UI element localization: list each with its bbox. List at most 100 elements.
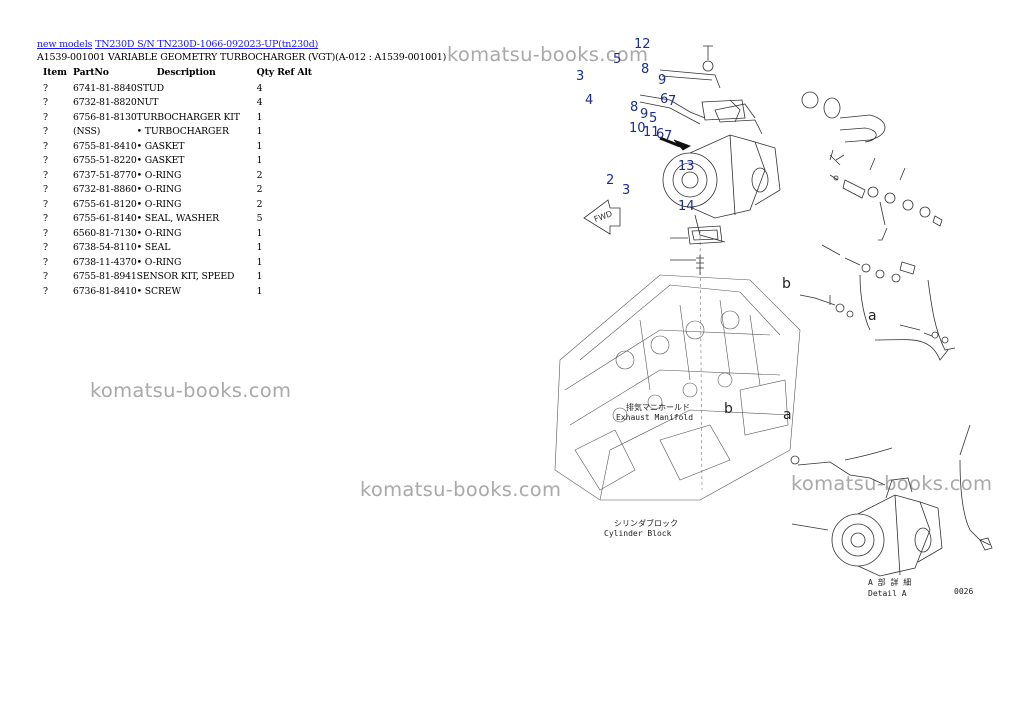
header-description: Description (156, 66, 216, 78)
callout-14: 14 (678, 199, 695, 214)
cell-item: ? (43, 155, 48, 167)
cell-partno: 6741-81-8840 (73, 82, 137, 94)
cell-partno: 6755-61-8140 (73, 213, 137, 225)
cell-qty: 4 (256, 82, 263, 94)
cell-qty: 1 (256, 111, 263, 123)
cell-description: • O-RING (136, 198, 182, 210)
cell-description: • SCREW (136, 285, 181, 297)
cell-item: ? (43, 126, 48, 138)
watermark: komatsu-books.com (791, 472, 993, 495)
cell-description: • GASKET (136, 155, 185, 167)
cell-item: ? (43, 140, 48, 152)
breadcrumb-link-model[interactable]: TN230D S/N TN230D-1066-092023-UP(tn230d) (95, 39, 319, 50)
cell-qty: 1 (256, 271, 263, 283)
cylinder-block-label: Cylinder Block (604, 529, 672, 538)
cell-item: ? (43, 198, 48, 210)
breadcrumb: new models TN230D S/N TN230D-1066-092023… (37, 39, 318, 50)
cell-description: • SEAL, WASHER (136, 213, 220, 225)
cell-qty: 5 (256, 213, 263, 225)
cell-description: • O-RING (136, 227, 182, 239)
turbocharger-drawing (662, 103, 781, 243)
breadcrumb-link-new-models[interactable]: new models (37, 39, 93, 50)
cell-qty: 2 (256, 169, 263, 181)
cell-item: ? (43, 111, 48, 123)
callout-6: 6 (660, 92, 668, 107)
cell-qty: 1 (256, 256, 263, 268)
callout-9b: 9 (640, 107, 648, 122)
cell-item: ? (43, 256, 48, 268)
cell-partno: 6738-11-4370 (73, 256, 137, 268)
cell-qty: 1 (256, 140, 263, 152)
cell-item: ? (43, 97, 48, 109)
callout-2: 2 (606, 173, 614, 188)
letter-a-2: a (783, 407, 792, 423)
watermark: komatsu-books.com (360, 478, 562, 501)
cell-item: ? (43, 271, 48, 283)
parts-table: Item PartNo Description Qty Ref Alt ? 674… (37, 66, 312, 299)
cell-partno: 6756-81-8130 (73, 111, 137, 123)
callout-13: 13 (678, 159, 695, 174)
cell-qty: 1 (256, 126, 263, 138)
hose-drawing (801, 91, 886, 166)
cell-description: STUD (136, 82, 164, 94)
cell-item: ? (43, 227, 48, 239)
exhaust-manifold-label: Exhaust Manifold (616, 413, 693, 422)
cell-partno: 6732-81-8860 (73, 184, 137, 196)
callout-8: 8 (641, 62, 649, 77)
cell-partno: 6738-54-8110 (73, 242, 137, 254)
callout-12: 12 (634, 37, 651, 52)
page-title: A1539-001001 VARIABLE GEOMETRY TURBOCHAR… (37, 52, 447, 63)
cell-partno: 6732-81-8820 (73, 97, 137, 109)
cell-item: ? (43, 285, 48, 297)
callout-7: 7 (668, 94, 676, 109)
cell-description: SENSOR KIT, SPEED (136, 271, 235, 283)
cell-description: TURBOCHARGER KIT (136, 111, 240, 123)
cell-description: NUT (136, 97, 159, 109)
cell-partno: 6755-61-8120 (73, 198, 137, 210)
callout-4: 4 (585, 93, 593, 108)
callout-5: 5 (613, 52, 621, 67)
cell-partno: 6736-81-8410 (73, 285, 137, 297)
letter-b-2: b (724, 401, 733, 417)
cell-description: • O-RING (136, 184, 182, 196)
cell-partno: 6755-51-8220 (73, 155, 137, 167)
cell-partno: 6755-81-8410 (73, 140, 137, 152)
cell-description: • O-RING (136, 169, 182, 181)
callout-6b: 6 (656, 127, 664, 142)
gasket-drawing (670, 225, 723, 275)
cell-qty: 1 (256, 285, 263, 297)
detail-a-jp: A 部 詳 細 (868, 577, 911, 587)
cell-qty: 1 (256, 242, 263, 254)
pipe-drawing (639, 45, 746, 125)
callout-9: 9 (658, 73, 666, 88)
callout-7b: 7 (664, 129, 672, 144)
figure-number: 0026 (954, 587, 973, 596)
cylinder-block-jp: シリンダブロック (614, 518, 678, 528)
callout-8b: 8 (630, 100, 638, 115)
watermark: komatsu-books.com (90, 379, 292, 402)
callout-3b: 3 (622, 183, 630, 198)
cell-partno: 6560-81-7130 (73, 227, 137, 239)
cell-qty: 2 (256, 184, 263, 196)
cell-partno: 6755-81-8941 (73, 271, 137, 283)
cell-item: ? (43, 169, 48, 181)
cell-qty: 1 (256, 227, 263, 239)
letter-b: b (782, 276, 791, 292)
table-row: ? 6560-81-7130• O-RING 1 (37, 226, 312, 241)
fwd-arrow-icon: FWD (583, 199, 621, 235)
table-row: ? 6736-81-8410• SCREW 1 (37, 284, 312, 299)
table-header-row: Item PartNo Description Qty Ref Alt (37, 66, 312, 81)
cell-item: ? (43, 242, 48, 254)
direction-arrow-shaft (659, 136, 681, 148)
detail-a-label: Detail A (868, 589, 907, 598)
header-qty-ref-alt: Qty Ref Alt (256, 66, 312, 78)
cell-description: • O-RING (136, 256, 182, 268)
callout-3: 3 (576, 69, 584, 84)
